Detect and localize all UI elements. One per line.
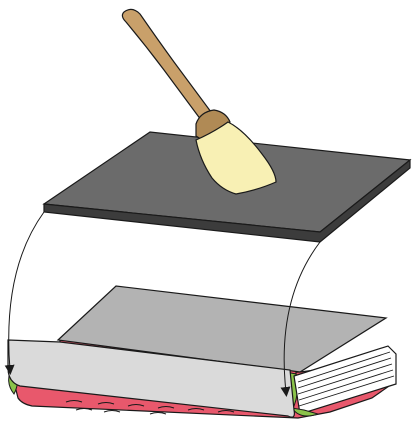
- brush-handle: [122, 9, 214, 124]
